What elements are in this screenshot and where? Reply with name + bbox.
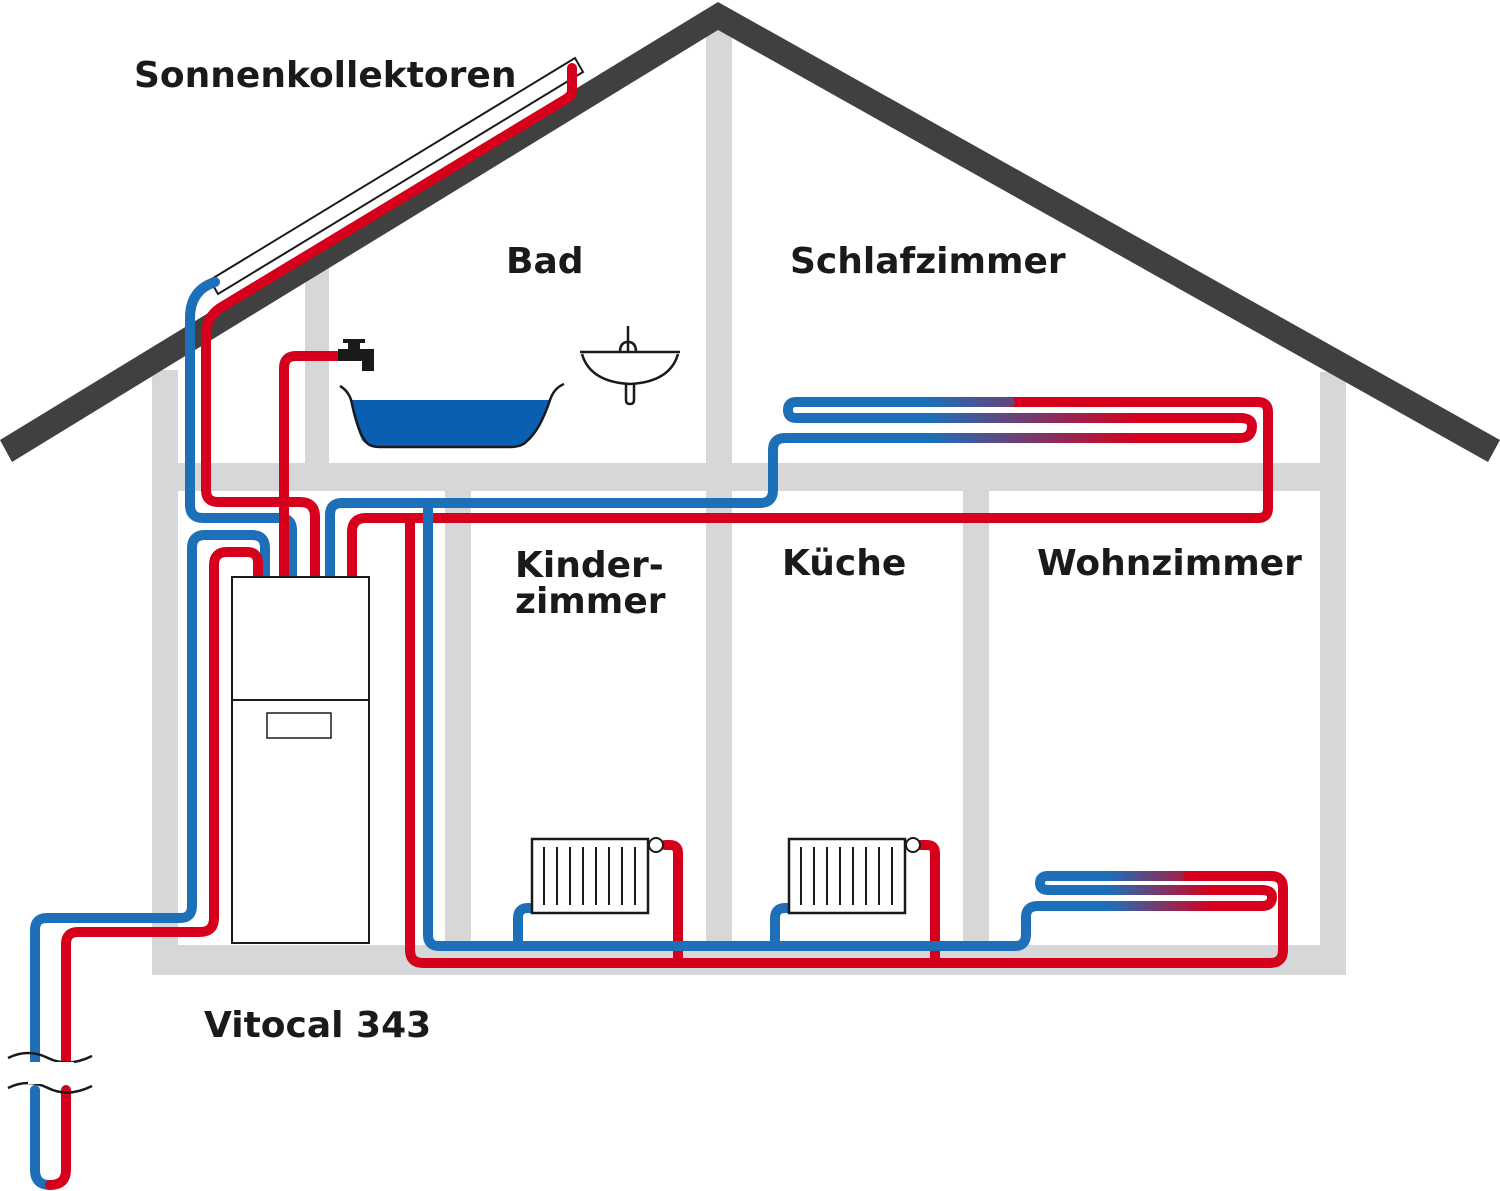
label-solar-collectors: Sonnenkollektoren bbox=[134, 55, 517, 96]
thermostat-valve-icon bbox=[905, 837, 921, 853]
solar-collector-frame bbox=[208, 56, 585, 296]
radiator-2-flow bbox=[915, 840, 940, 968]
tap-hot-pipe bbox=[279, 351, 350, 585]
radiator-1-flow bbox=[660, 840, 683, 968]
heating-return-pipe bbox=[325, 433, 835, 585]
label-bedroom: Schlafzimmer bbox=[790, 241, 1066, 282]
ceiling-slab bbox=[152, 463, 1346, 491]
living-floor-heating-coil bbox=[1035, 871, 1277, 911]
bathtub-icon bbox=[339, 382, 565, 449]
label-childrens-room-line2: zimmer bbox=[515, 581, 666, 622]
heat-pump-unit bbox=[231, 576, 370, 944]
label-childrens-room-line1: Kinder- bbox=[515, 545, 664, 586]
solar-hot-pipe bbox=[201, 63, 577, 585]
ground-loop-bottom-hot bbox=[45, 1085, 71, 1190]
pipes bbox=[30, 63, 1288, 1190]
label-kitchen: Küche bbox=[782, 543, 907, 584]
label-living-room: Wohnzimmer bbox=[1037, 543, 1302, 584]
solar-cold-pipe bbox=[185, 277, 297, 585]
label-bathroom: Bad bbox=[506, 241, 584, 282]
bathtub-outline bbox=[339, 382, 565, 449]
tap-icon bbox=[338, 339, 374, 371]
radiator-kueche-icon bbox=[787, 837, 921, 915]
radiator-kinderzimmer-icon bbox=[530, 837, 664, 915]
bedroom-floor-heating-coil bbox=[783, 397, 1257, 443]
pipe-break-marks bbox=[7, 1051, 93, 1094]
heating-flow-down-pipe bbox=[405, 515, 1288, 968]
label-childrens-room: Kinder- zimmer bbox=[515, 548, 666, 620]
heating-return-down-pipe bbox=[423, 500, 1085, 951]
radiator-2-return bbox=[770, 903, 797, 951]
house-walls bbox=[152, 30, 1346, 975]
heat-pump-display bbox=[266, 712, 332, 739]
ground-loop-cold-pipe bbox=[30, 530, 270, 1070]
heat-pump-cabinet bbox=[231, 576, 370, 944]
outer-wall-right bbox=[1320, 372, 1346, 975]
thermostat-valve-icon bbox=[648, 837, 664, 853]
solar-collector bbox=[208, 56, 585, 296]
sink-icon bbox=[580, 326, 680, 406]
label-heat-pump: Vitocal 343 bbox=[204, 1005, 432, 1046]
ground-loop-bottom-pipe bbox=[30, 1085, 55, 1190]
ground-loop-hot-pipe bbox=[61, 547, 263, 1070]
bathtub-water bbox=[350, 400, 550, 446]
heating-flow-pipe bbox=[347, 397, 1273, 585]
outer-wall-left bbox=[152, 370, 178, 975]
wall-attic-left bbox=[305, 255, 329, 475]
radiator-1-return bbox=[513, 903, 540, 951]
wall-ground-left bbox=[445, 490, 471, 960]
wall-center bbox=[706, 30, 732, 960]
pipe-break-gap bbox=[28, 1062, 74, 1084]
wall-ground-right bbox=[963, 490, 989, 960]
